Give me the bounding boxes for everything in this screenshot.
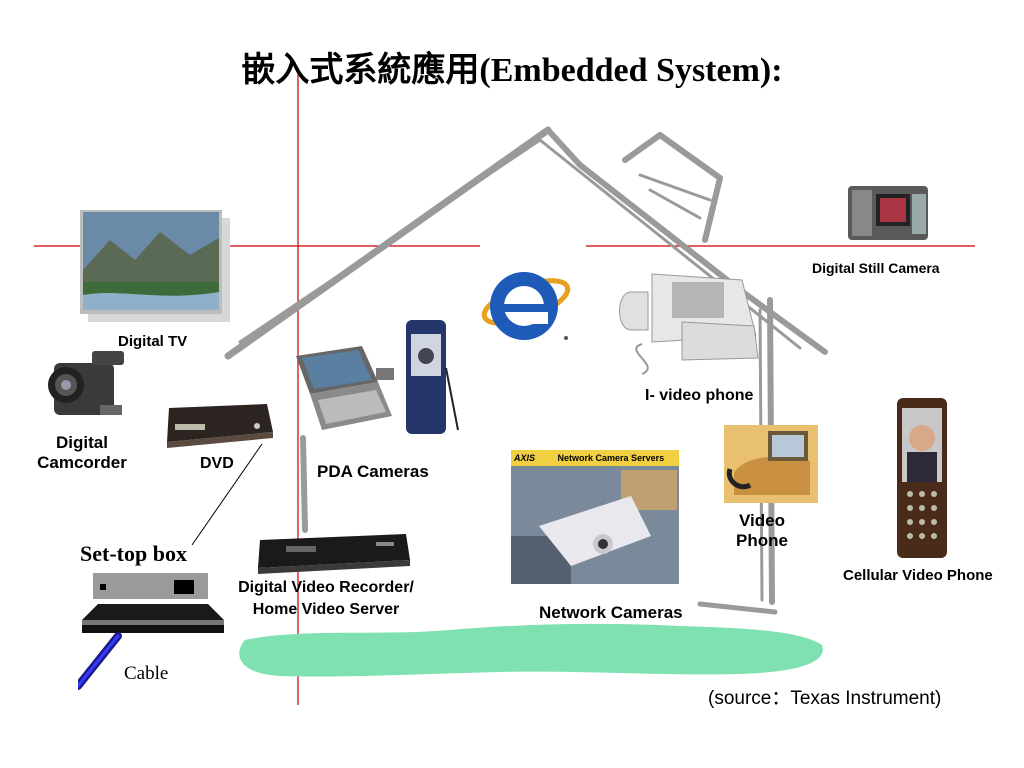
dvd-label: DVD xyxy=(200,455,234,472)
dvd-player-image xyxy=(163,402,275,448)
cellular-video-phone-label: Cellular Video Phone xyxy=(843,567,993,584)
digital-tv-label: Digital TV xyxy=(118,333,188,350)
dvr-image xyxy=(256,530,412,574)
cable-label: Cable xyxy=(124,663,169,684)
network-cameras-image: AXIS Network Camera Servers xyxy=(511,450,679,584)
digital-tv-image xyxy=(80,210,230,322)
ground-patch xyxy=(239,623,823,677)
i-video-phone-image xyxy=(612,270,762,378)
set-top-box-image xyxy=(74,570,228,695)
page-title: 嵌入式系統應用(Embedded System): xyxy=(241,52,783,89)
dvr-label: Digital Video Recorder/ Home Video Serve… xyxy=(238,579,414,618)
camcorder-image xyxy=(40,345,130,425)
cellular-video-phone-image xyxy=(895,396,949,560)
network-camera-banner-text: Network Camera Servers xyxy=(557,453,665,463)
set-top-box-label: Set-top box xyxy=(80,541,187,566)
internet-explorer-icon xyxy=(478,258,574,348)
pda-laptop-image xyxy=(292,342,400,432)
digital-still-camera-image xyxy=(846,184,934,244)
camcorder-label: Digital Camcorder xyxy=(37,433,127,472)
digital-still-camera-label: Digital Still Camera xyxy=(812,260,940,276)
pda-phone-image xyxy=(400,318,462,436)
video-phone-label: Video Phone xyxy=(736,511,788,550)
network-camera-banner: AXIS Network Camera Servers xyxy=(511,450,679,466)
video-phone-image xyxy=(724,425,818,503)
axis-logo: AXIS xyxy=(514,453,536,463)
source-note: (source：Texas Instrument) xyxy=(708,688,942,709)
dvd-connector-line xyxy=(191,443,263,546)
pda-cameras-label: PDA Cameras xyxy=(317,462,429,481)
i-video-phone-label: I- video phone xyxy=(645,387,754,404)
network-cameras-label: Network Cameras xyxy=(539,603,683,622)
